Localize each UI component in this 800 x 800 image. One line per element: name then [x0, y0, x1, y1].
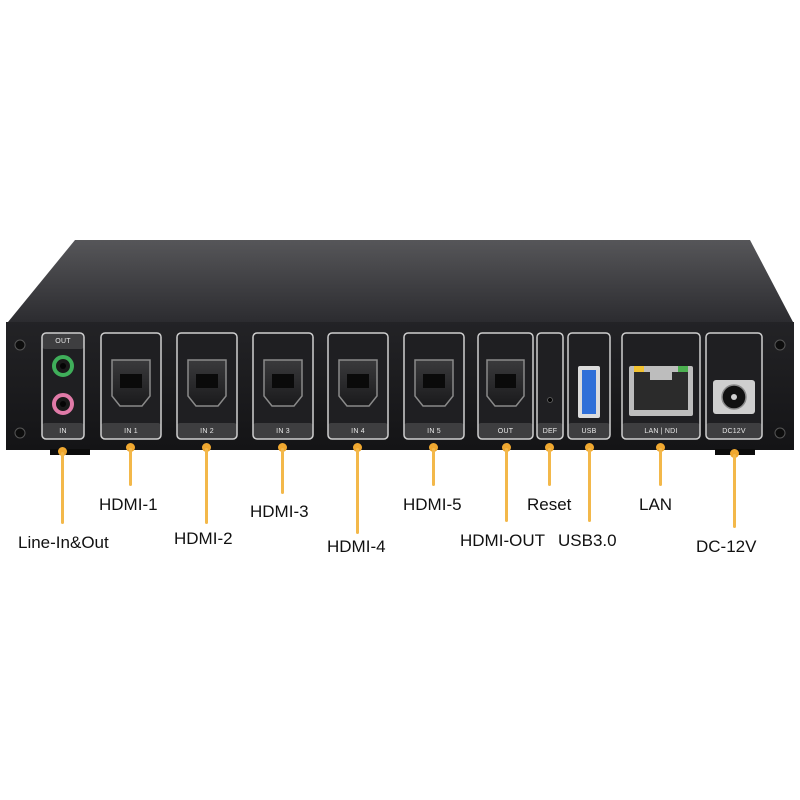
hdmi-in4-port-icon [327, 332, 389, 440]
leader-line-reset [548, 448, 551, 486]
leader-dot [278, 443, 287, 452]
callout-line-in-out: Line-In&Out [18, 533, 109, 552]
label-audio-out: OUT [55, 338, 71, 345]
leader-line-usb3 [588, 448, 591, 522]
hdmi-in2-port-icon [176, 332, 238, 440]
leader-line-lan [659, 448, 662, 486]
leader-dot [126, 443, 135, 452]
leader-line-hdmi4 [356, 448, 359, 534]
label-in3: IN 3 [276, 428, 290, 435]
label-usb: USB [581, 428, 597, 435]
leader-line-hdmi5 [432, 448, 435, 486]
audio-jack-panel [41, 332, 85, 440]
leader-dot [58, 447, 67, 456]
screw-icon [14, 339, 786, 439]
reset-pinhole-icon [536, 332, 564, 440]
hdmi-in5-port-icon [403, 332, 465, 440]
callout-hdmi-out: HDMI-OUT [460, 531, 545, 550]
label-def: DEF [542, 428, 558, 435]
callout-reset: Reset [527, 495, 572, 514]
label-lan-ndi: LAN | NDI [644, 428, 678, 435]
ethernet-port-icon [621, 332, 701, 440]
label-in2: IN 2 [200, 428, 214, 435]
label-hdmi-out: OUT [497, 428, 514, 435]
label-in1: IN 1 [124, 428, 138, 435]
hdmi-in1-port-icon [100, 332, 162, 440]
hdmi-in3-port-icon [252, 332, 314, 440]
dc-power-jack-icon [705, 332, 763, 440]
hdmi-out-port-icon [477, 332, 534, 440]
leader-line-dc12v [733, 454, 736, 528]
label-in4: IN 4 [351, 428, 365, 435]
leader-line-hdmi-out [505, 448, 508, 522]
callout-usb3: USB3.0 [558, 531, 617, 550]
leader-dot [429, 443, 438, 452]
callout-hdmi3: HDMI-3 [250, 502, 309, 521]
leader-dot [585, 443, 594, 452]
callout-hdmi5: HDMI-5 [403, 495, 462, 514]
label-audio-in: IN [59, 428, 67, 435]
leader-dot [545, 443, 554, 452]
callout-hdmi4: HDMI-4 [327, 537, 386, 556]
leader-dot [656, 443, 665, 452]
callout-hdmi2: HDMI-2 [174, 529, 233, 548]
callout-lan: LAN [639, 495, 673, 514]
leader-line-line-in-out [61, 452, 64, 524]
leader-line-hdmi2 [205, 448, 208, 524]
leader-dot [202, 443, 211, 452]
callout-dc12v: DC-12V [696, 537, 757, 556]
label-in5: IN 5 [427, 428, 441, 435]
usb3-port-icon [567, 332, 611, 440]
leader-line-hdmi3 [281, 448, 284, 494]
label-dc12v: DC12V [722, 428, 746, 435]
callout-hdmi1: HDMI-1 [99, 495, 158, 514]
leader-dot [353, 443, 362, 452]
leader-dot [730, 449, 739, 458]
leader-dot [502, 443, 511, 452]
device-top-lid [8, 240, 793, 322]
leader-line-hdmi1 [129, 448, 132, 486]
